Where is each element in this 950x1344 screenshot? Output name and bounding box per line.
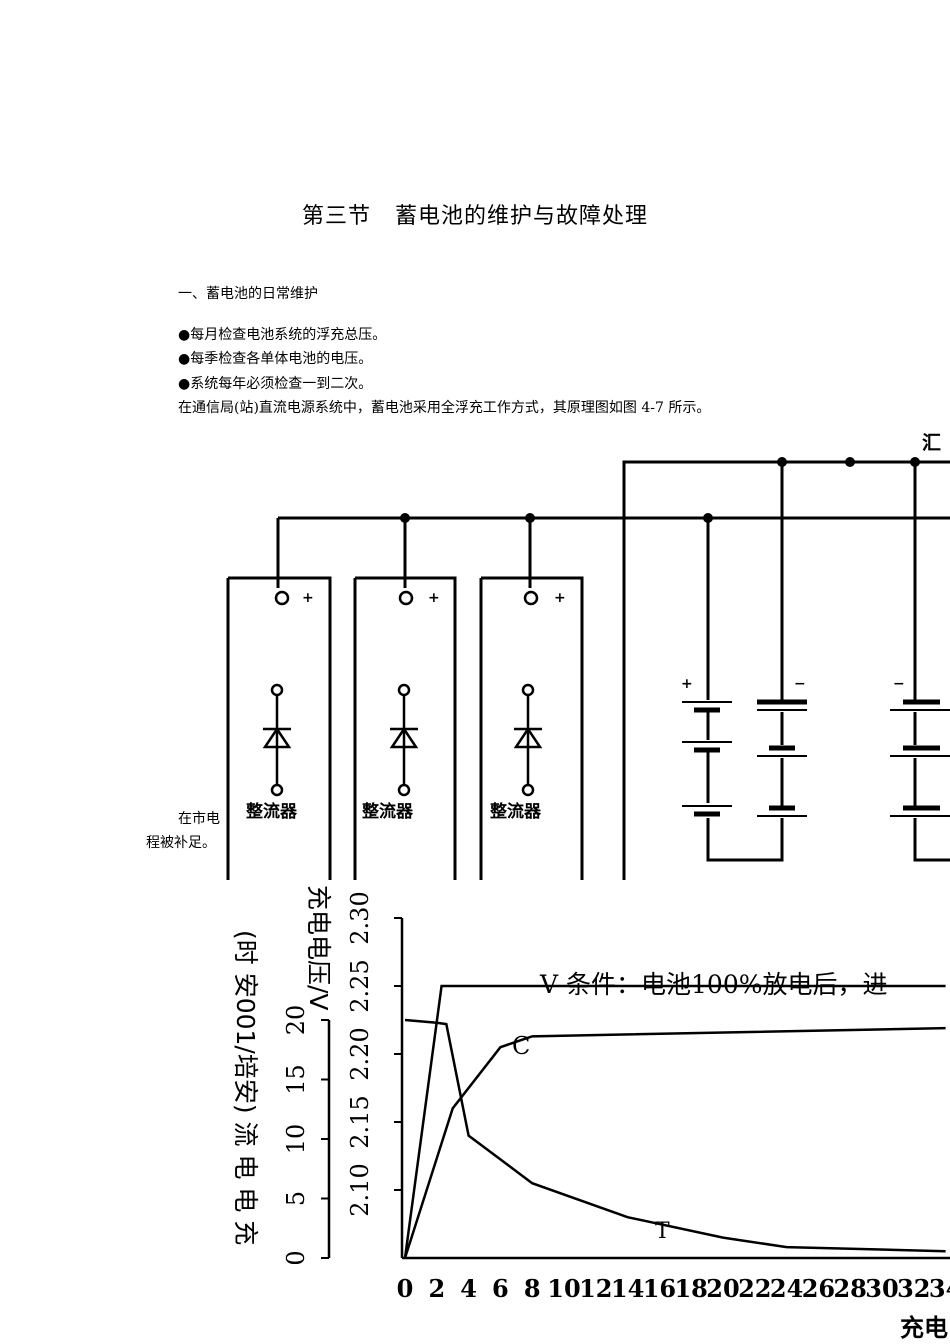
x-tick-label: 20 xyxy=(706,1274,739,1303)
rectifier-label: 整流器 xyxy=(246,801,298,822)
x-tick-label: 8 xyxy=(524,1274,541,1303)
y-tick-label: 2.15 xyxy=(346,1095,374,1148)
rectifier-label: 整流器 xyxy=(490,801,542,822)
minus-sign: − xyxy=(893,676,905,692)
plus-sign: + xyxy=(554,590,566,606)
x-tick-label: 12 xyxy=(579,1274,612,1303)
rectifier-label: 整流器 xyxy=(362,801,414,822)
x-tick-label: 6 xyxy=(492,1274,509,1303)
y-tick-label: 2.10 xyxy=(346,1163,374,1216)
x-tick-label: 14 xyxy=(611,1274,644,1303)
y-tick-label: 2.20 xyxy=(346,1027,374,1080)
body-paragraph: 在通信局(站)直流电源系统中，蓄电池采用全浮充工作方式，其原理图如图 4-7 所… xyxy=(178,400,711,416)
y2-tick-label: 20 xyxy=(282,1005,310,1036)
busbar-label: 汇 xyxy=(922,432,941,454)
minus-sign: − xyxy=(794,676,806,692)
plus-sign: + xyxy=(302,590,314,606)
y2-tick-label: 10 xyxy=(282,1124,310,1155)
y-tick-label: 2.25 xyxy=(346,959,374,1012)
y2-tick-label: 5 xyxy=(282,1191,310,1206)
y-tick-label: 2.30 xyxy=(346,891,374,944)
plus-sign: + xyxy=(681,676,693,692)
x-tick-label: 2 xyxy=(428,1274,445,1303)
bullet-item: ●系统每年必须检查一到二次。 xyxy=(178,376,373,392)
series-line-t xyxy=(404,1018,946,1253)
plus-sign: + xyxy=(428,590,440,606)
series-line-v xyxy=(403,984,946,1259)
x-tick-label: 24 xyxy=(770,1274,803,1303)
y2-tick-label: 0 xyxy=(282,1250,310,1265)
chart-title: V 条件：电池100%放电后，进 xyxy=(539,970,887,999)
bullet-item: ●每月检查电池系统的浮充总压。 xyxy=(178,327,387,343)
x-tick-label: 0 xyxy=(397,1274,414,1303)
x-tick-label: 10 xyxy=(547,1274,580,1303)
x-tick-label: 18 xyxy=(674,1274,707,1303)
y-axis-label: 充电电压/V xyxy=(304,885,333,1011)
x-tick-label: 32 xyxy=(897,1274,930,1303)
series-label-t: T xyxy=(655,1219,670,1244)
circuit-diagram: 整流器 整流器 整流器 + + + + − − 汇 xyxy=(226,432,950,880)
title-section-number: 第三节 xyxy=(301,204,371,229)
x-tick-label: 22 xyxy=(738,1274,771,1303)
x-tick-label: 34 xyxy=(929,1274,950,1303)
series-label-c: C xyxy=(512,1032,530,1060)
y2-axis-label: (时 安001/培安) 流 电 电 充 xyxy=(231,930,260,1245)
y2-tick-label: 15 xyxy=(282,1064,310,1095)
x-tick-label: 16 xyxy=(643,1274,676,1303)
x-tick-label: 30 xyxy=(865,1274,898,1303)
occluded-text-fragment: 在市电 xyxy=(178,811,220,827)
section-heading: 一、蓄电池的日常维护 xyxy=(178,286,318,302)
x-tick-label: 28 xyxy=(833,1274,866,1303)
page-title: 第三节蓄电池的维护与故障处理 xyxy=(0,198,950,230)
x-axis-label: 充电 xyxy=(900,1314,948,1342)
series-line-c xyxy=(403,1026,946,1259)
x-tick-label: 4 xyxy=(460,1274,477,1303)
occluded-text-fragment: 程被补足。 xyxy=(146,835,216,851)
title-text: 蓄电池的维护与故障处理 xyxy=(395,204,649,229)
bullet-item: ●每季检查各单体电池的电压。 xyxy=(178,351,373,367)
x-tick-label: 26 xyxy=(802,1274,835,1303)
